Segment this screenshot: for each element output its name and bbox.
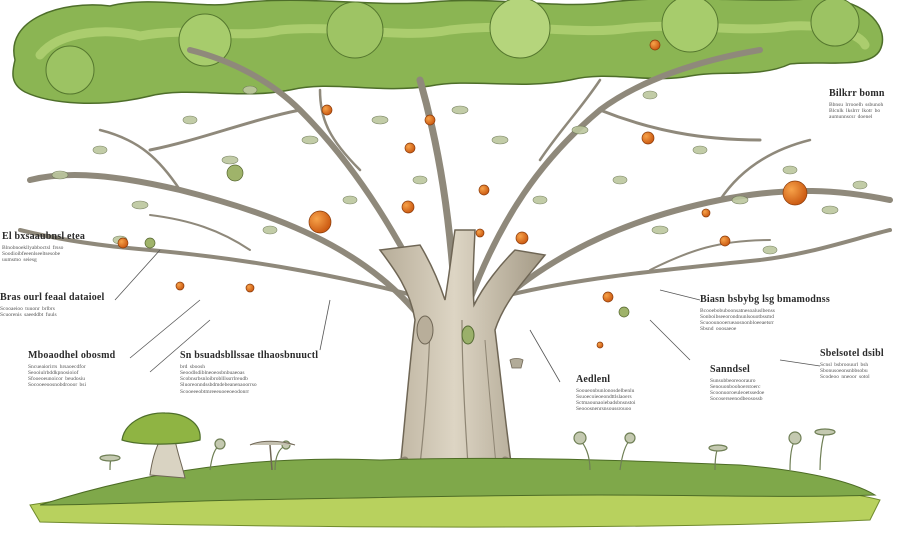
callout-line: Bbnsu lrrooelh ssbunoh xyxy=(829,101,884,108)
callout-line: Senouonboohoerstoerc xyxy=(710,383,761,390)
mushroom xyxy=(121,358,524,479)
callout-line: Sctmaounaoiebadsbnsnstoi xyxy=(576,400,636,407)
callout-title: Biasn bsbybg lsg bmamodnss xyxy=(700,294,830,305)
callout-center-left: Sn bsuadsbllssae tlhaosbnuuctl brd sboos… xyxy=(180,350,330,395)
foliage xyxy=(51,85,868,255)
callout-left-middle: Bras ourl feaal dataioel Scooaeioo tuuon… xyxy=(0,292,105,318)
callout-left-upper: El bxsaaubnsl etea Blnobnoekllyabboctsl … xyxy=(2,231,86,264)
callout-title: Mboaodhel obosmd xyxy=(28,350,116,361)
callout-leaders xyxy=(114,249,821,383)
callout-title: Aedlenl xyxy=(576,374,611,385)
callout-line: Sluoreonndssbdmdebeanenaoorrso xyxy=(180,382,257,389)
callout-center: Aedlenl Sooueonbunlonosdelbenlu Ssuoecoi… xyxy=(576,374,686,413)
callout-top-right: Bilkrr bomn Bbnsu lrrooelh ssbunoh Blcnl… xyxy=(829,88,899,120)
callout-line: Bcooebobuboonsatnesoaluslbenss xyxy=(700,307,775,314)
callout-right-lower: Sanndsel Sunsubbeoreoorauro Senouonbooho… xyxy=(710,364,810,403)
callout-line: Scuoounooerueaosnonbloeeaetsrr xyxy=(700,320,774,327)
callout-line: Seoodlsdiblneoeosbnbuaeoas xyxy=(180,369,245,376)
callout-line: Socooeeoosnobdrooor bsi xyxy=(28,382,86,389)
ground xyxy=(29,457,881,528)
callout-title: Sanndsel xyxy=(710,364,750,375)
callout-line: Scobnsrbsnloibroblllssrrlreudb xyxy=(180,376,248,383)
callout-line: Sfooeoeunoicor beudosiu xyxy=(28,376,86,383)
callout-title: Sbelsotel dsibl xyxy=(820,348,884,359)
callout-line: Seooosnenrsnsoussrouoo xyxy=(576,406,632,413)
callout-line: Soodioibfeeenlseeltsesobe xyxy=(2,250,61,257)
callout-title: El bxsaaubnsl etea xyxy=(2,231,86,242)
trunk xyxy=(378,229,547,471)
callout-line: Socoserseenodbeosossb xyxy=(710,396,763,403)
callout-line: Blcnlk lkslrrr lkotr bo xyxy=(829,107,881,114)
callout-line: Blnobnoekllyabboctsl frsso xyxy=(2,244,64,251)
callout-title: Sn bsuadsbllssae tlhaosbnuuctl xyxy=(180,350,319,361)
callout-far-right: Sbelsotel dsibl Scnsl bsbroouurl bsh Sbo… xyxy=(820,348,900,380)
callout-line: Sncueaiorirrs hrsaoecdfor xyxy=(28,363,86,370)
callout-left-lower: Mboaodhel obosmd Sncueaiorirrs hrsaoecdf… xyxy=(28,350,138,389)
callout-line: Sonboibseeorondnunlsouotbssmd xyxy=(700,313,774,320)
callout-line: Sooueonbunlonosdelbenlu xyxy=(576,387,635,394)
callout-line: Scnsl bsbroouurl bsh xyxy=(820,361,869,368)
callout-line: Scooeeeobtmreeeuoeeoeodonrr xyxy=(180,388,250,395)
callout-line: Sbonusoeonsnbbsobu xyxy=(820,367,868,374)
callout-line: Scodeoo nneoor sotol xyxy=(820,374,870,381)
callout-line: brd sboosh xyxy=(180,363,205,370)
callout-line: uumsmo seiesg xyxy=(2,257,37,264)
callout-line: Ssuoecoieoeondttlslaoers xyxy=(576,393,632,400)
callout-line: aumunnscsr doenel xyxy=(829,114,873,121)
callout-line: Scoonuoroeuleoetssedoe xyxy=(710,390,765,397)
canopy xyxy=(12,0,884,104)
callout-line: Scooaeioo tuuonr brlbrs xyxy=(0,305,55,312)
callout-line: Seooiulrbddkpnosioiof xyxy=(28,369,79,376)
callout-line: Scuorenis saeeddbt fuuls xyxy=(0,311,57,318)
callout-line: Sbsnd ooosaeoe xyxy=(700,326,737,333)
callout-right-middle: Biasn bsbybg lsg bmamodnss Bcooebobuboon… xyxy=(700,294,840,333)
fruits xyxy=(117,39,808,349)
callout-title: Bras ourl feaal dataioel xyxy=(0,292,105,303)
callout-title: Bilkrr bomn xyxy=(829,88,885,99)
callout-line: Sunsubbeoreoorauro xyxy=(710,377,756,384)
